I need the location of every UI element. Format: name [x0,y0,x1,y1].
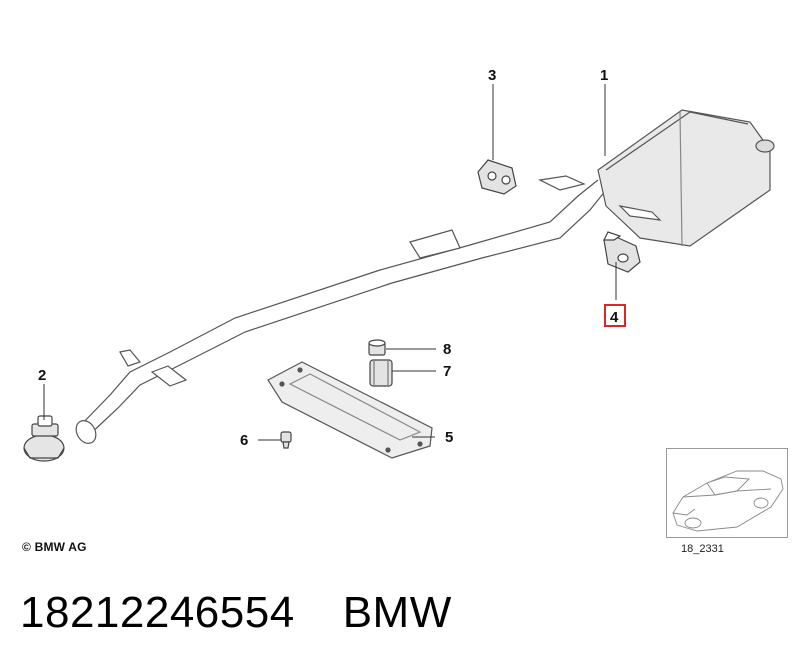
callout-6: 6 [240,432,248,449]
rubber-bushing [369,359,393,387]
callout-2: 2 [38,367,46,384]
bolt [280,431,292,449]
callouts: 1 2 3 4 5 6 7 8 [38,67,626,449]
exhaust-pipe [75,179,607,444]
callout-1: 1 [600,67,608,84]
rubber-mount-upper [477,159,517,195]
callout-4: 4 [610,309,619,326]
part-number: 18212246554 [20,588,295,637]
pipe-clamp [23,415,65,462]
vehicle-location-inset [666,448,788,538]
inset-code: 18_2331 [681,543,724,555]
rubber-mount-rear [603,231,641,273]
heat-shield-plate [267,361,433,459]
brand-name: BMW [342,588,452,637]
rear-silencer [538,109,775,247]
callout-4-highlight-box [604,304,626,327]
callout-3: 3 [488,67,496,84]
callout-8: 8 [443,341,451,358]
part-caption: 18212246554 BMW [20,588,452,638]
copyright-label: © BMW AG [22,540,87,554]
exhaust-system-diagram: 1 2 3 4 5 6 7 8 [23,67,775,462]
callout-7: 7 [443,363,451,380]
nut [368,339,386,356]
leader-lines [43,84,617,441]
callout-5: 5 [445,429,453,446]
car-outline-icon [672,470,784,532]
